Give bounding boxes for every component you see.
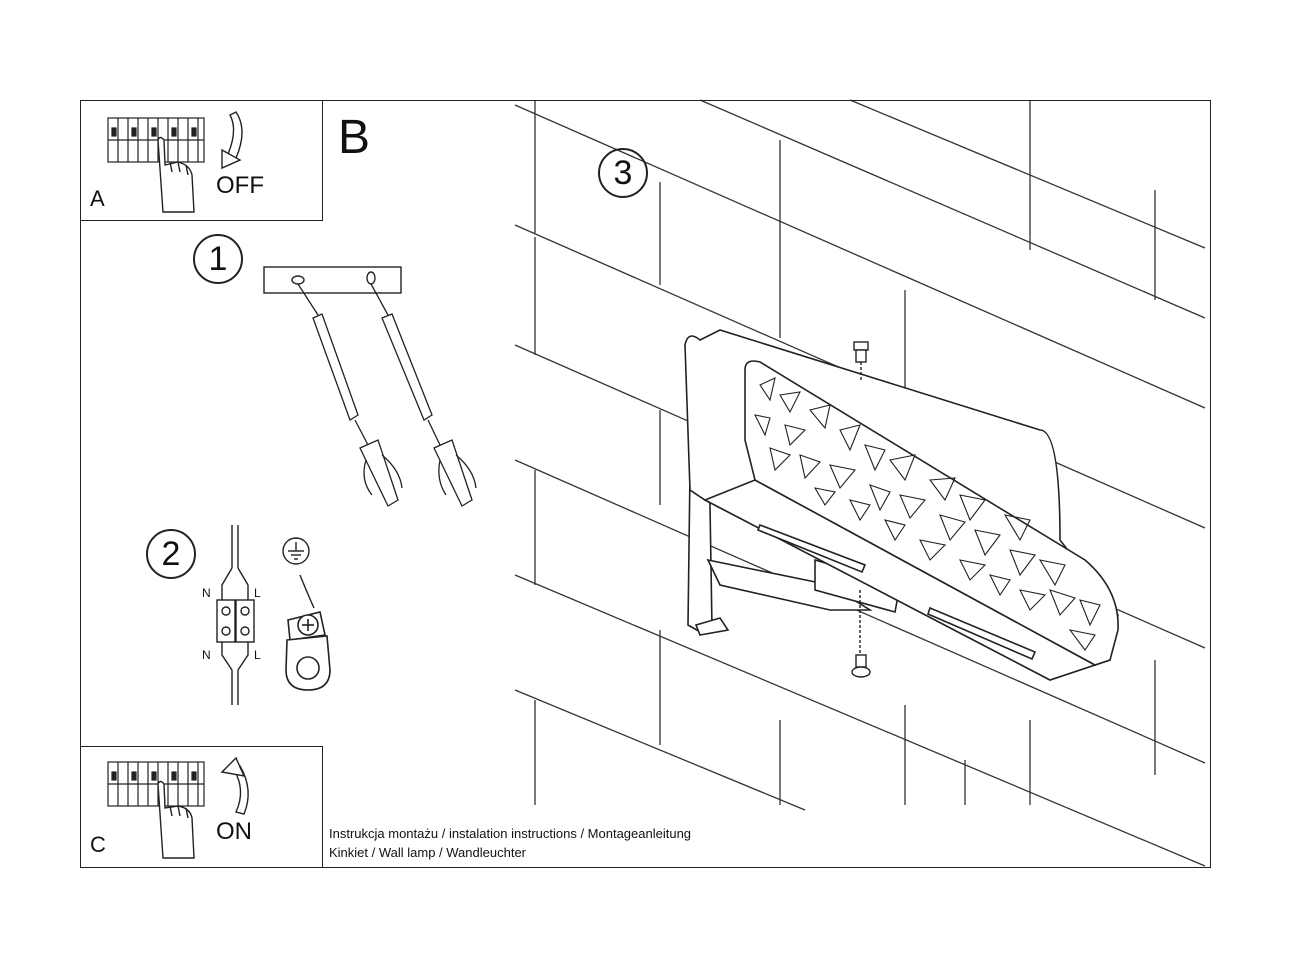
drilling-template — [263, 266, 402, 294]
step-1-number: 1 — [193, 234, 243, 284]
hand-icon — [157, 136, 195, 213]
instruction-frame — [80, 100, 1211, 868]
lamp-cutout-pattern — [754, 377, 1101, 651]
circuit-breaker-icon — [107, 761, 205, 807]
ground-clamp-icon — [285, 611, 331, 691]
step-3-number: 3 — [598, 148, 648, 198]
screw-icon — [851, 341, 871, 678]
switch-off-label: OFF — [216, 172, 264, 199]
caption-line-1: Instrukcja montażu / instalation instruc… — [329, 826, 692, 841]
wall-lamp — [684, 329, 1119, 681]
terminal-block-icon — [216, 525, 255, 705]
wire-label-live-top: L — [254, 586, 261, 600]
panel-c — [80, 746, 323, 868]
caption-line-2: Kinkiet / Wall lamp / Wandleuchter — [329, 845, 526, 860]
step-2-number: 2 — [146, 529, 196, 579]
circuit-breaker-icon — [107, 117, 205, 163]
panel-a-label: A — [90, 186, 105, 211]
brick-wall — [514, 99, 1206, 867]
wire-label-neutral-bottom: N — [202, 648, 211, 662]
wire-label-neutral-top: N — [202, 586, 211, 600]
ground-symbol-icon — [282, 537, 315, 609]
wall-plug-icon — [297, 283, 477, 507]
arrow-down-icon — [221, 111, 243, 170]
panel-b-label: B — [338, 111, 371, 164]
wire-label-live-bottom: L — [254, 648, 261, 662]
switch-on-label: ON — [216, 818, 252, 845]
arrow-up-icon — [220, 756, 249, 815]
panel-a — [80, 100, 323, 221]
hand-icon — [157, 780, 195, 859]
panel-c-label: C — [90, 832, 106, 857]
